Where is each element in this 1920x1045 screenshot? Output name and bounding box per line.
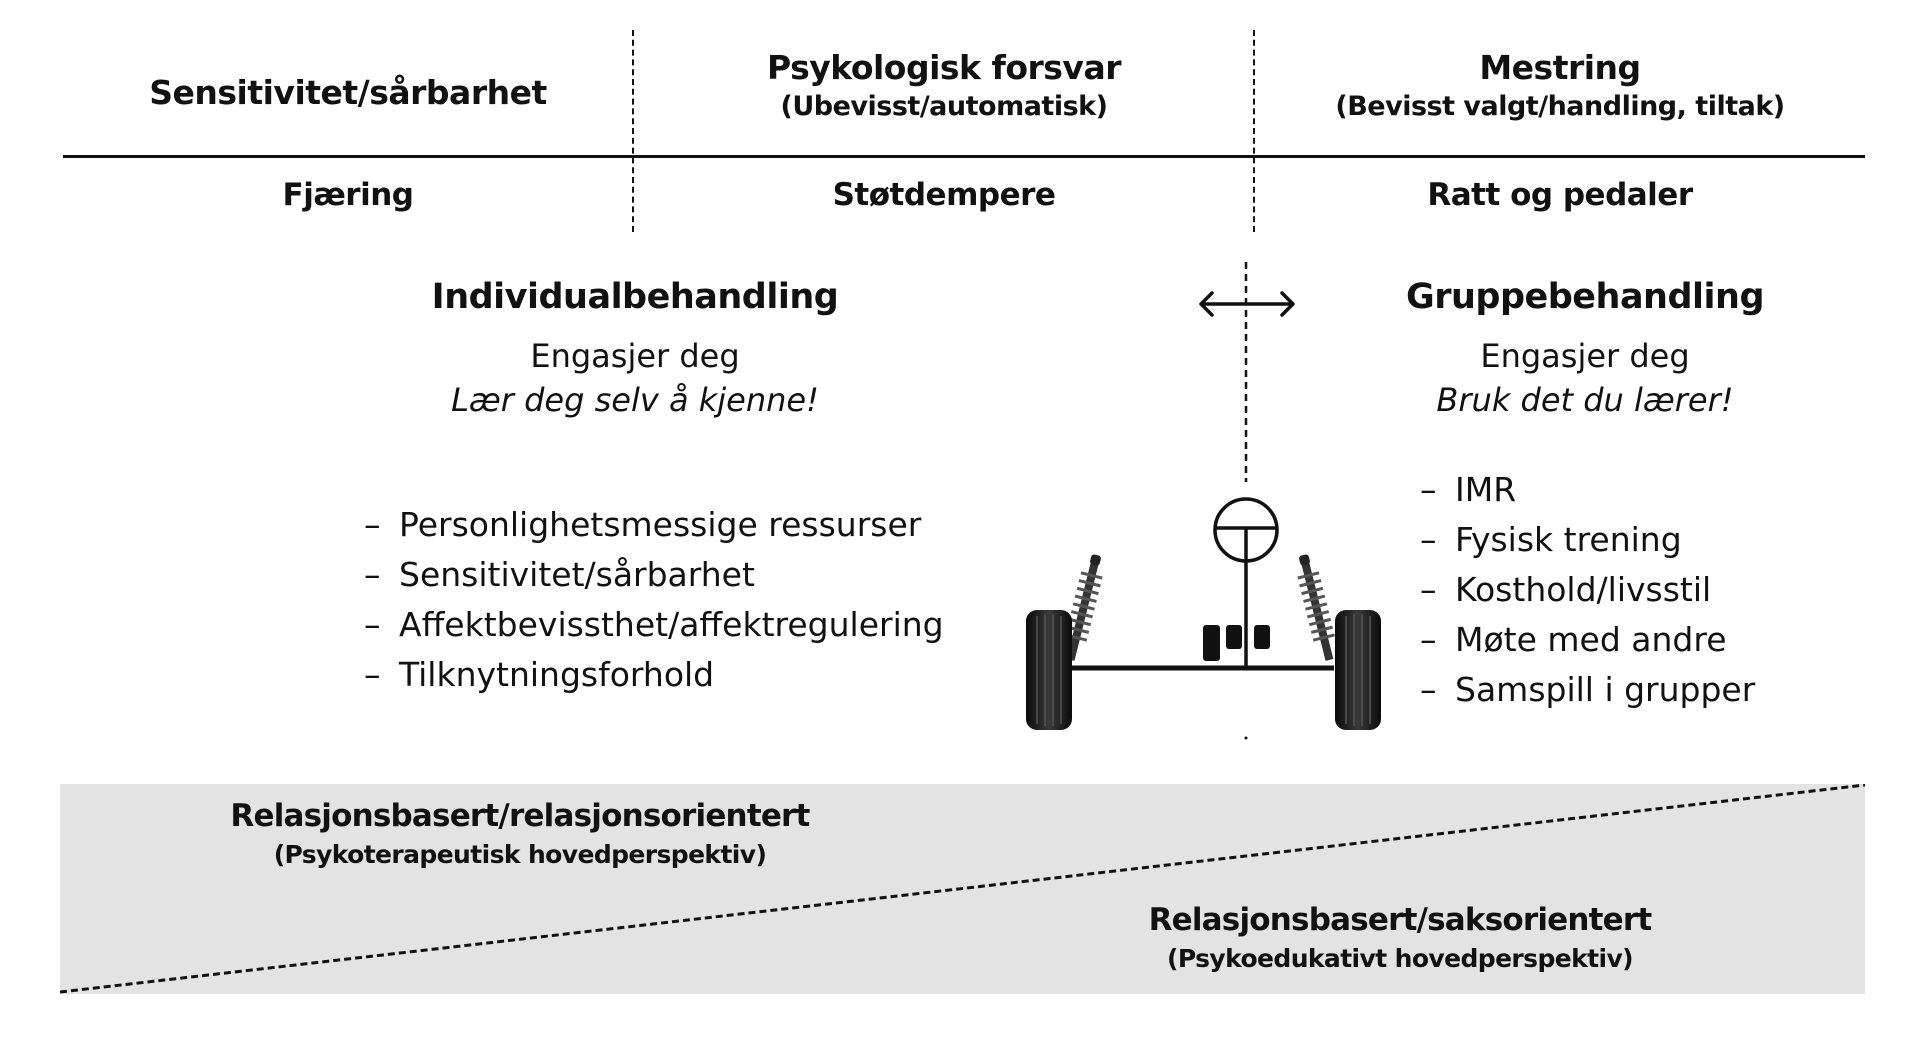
bullet-dash: –	[1420, 470, 1437, 509]
bullet-dash: –	[364, 605, 381, 644]
group-subtitle: Engasjer deg	[1480, 337, 1690, 375]
double-arrow-icon	[1199, 291, 1295, 317]
bullet-dash: –	[1420, 520, 1437, 559]
list-item: –Kosthold/livsstil	[1420, 565, 1755, 615]
column-divider	[632, 30, 634, 232]
column-divider	[1253, 30, 1255, 232]
list-item: –Fysisk trening	[1420, 515, 1755, 565]
individual-list: –Personlighetsmessige ressurser –Sensiti…	[364, 500, 944, 700]
header-title: Mestring	[1479, 48, 1641, 87]
group-section: Gruppebehandling Engasjer deg Bruk det d…	[1330, 277, 1840, 419]
header-subtitle: (Bevisst valgt/handling, tiltak)	[1335, 91, 1785, 122]
band-upper-subtitle: (Psykoterapeutisk hovedperspektiv)	[273, 840, 767, 869]
band-lower-label: Relasjonsbasert/saksorientert (Psykoeduk…	[1080, 902, 1720, 973]
group-motto: Bruk det du lærer!	[1436, 381, 1734, 419]
bullet-dash: –	[1420, 570, 1437, 609]
header-column-coping: Mestring (Bevisst valgt/handling, tiltak…	[1255, 48, 1865, 122]
center-dot	[1244, 736, 1248, 740]
list-item: –Affektbevissthet/affektregulering	[364, 600, 944, 650]
group-title: Gruppebehandling	[1405, 277, 1765, 317]
band-upper-title: Relasjonsbasert/relasjonsorientert	[230, 798, 810, 834]
individual-title: Individualbehandling	[431, 277, 839, 317]
bullet-dash: –	[364, 505, 381, 544]
car-axle-illustration	[1026, 262, 1381, 740]
diagonal-dashed-line	[60, 784, 1865, 994]
list-item: –Møte med andre	[1420, 615, 1755, 665]
bullet-dash: –	[364, 555, 381, 594]
tire-icon	[1335, 610, 1381, 730]
header-divider	[63, 155, 1865, 158]
list-item: –Samspill i grupper	[1420, 665, 1755, 715]
band-lower-subtitle: (Psykoedukativt hovedperspektiv)	[1167, 944, 1634, 973]
list-item: –Sensitivitet/sårbarhet	[364, 550, 944, 600]
list-item: –Personlighetsmessige ressurser	[364, 500, 944, 550]
list-item: –Tilknytningsforhold	[364, 650, 944, 700]
bullet-dash: –	[1420, 620, 1437, 659]
group-list: –IMR –Fysisk trening –Kosthold/livsstil …	[1420, 465, 1755, 715]
tire-icon	[1026, 610, 1072, 730]
shock-absorber-icon	[1065, 554, 1103, 661]
bullet-dash: –	[1420, 670, 1437, 709]
individual-section: Individualbehandling Engasjer deg Lær de…	[380, 277, 890, 419]
header-column-defense: Psykologisk forsvar (Ubevisst/automatisk…	[633, 48, 1255, 122]
pedal-icon	[1203, 625, 1270, 661]
shock-absorber-icon	[1297, 554, 1335, 661]
header-title: Sensitivitet/sårbarhet	[149, 73, 547, 112]
band-lower-title: Relasjonsbasert/saksorientert	[1148, 902, 1653, 938]
header-column-sensitivity: Sensitivitet/sårbarhet	[63, 73, 633, 112]
metaphor-suspension: Fjæring	[282, 177, 414, 213]
metaphor-shock-absorbers: Støtdempere	[832, 177, 1056, 213]
metaphor-steering: Ratt og pedaler	[1427, 177, 1693, 213]
header-title: Psykologisk forsvar	[767, 48, 1121, 87]
bullet-dash: –	[364, 655, 381, 694]
band-upper-label: Relasjonsbasert/relasjonsorientert (Psyk…	[200, 798, 840, 869]
list-item: –IMR	[1420, 465, 1755, 515]
header-subtitle: (Ubevisst/automatisk)	[780, 91, 1108, 122]
steering-wheel-icon	[1213, 497, 1279, 668]
band-diagonal	[60, 784, 1865, 994]
individual-motto: Lær deg selv å kjenne!	[451, 381, 819, 419]
individual-subtitle: Engasjer deg	[530, 337, 740, 375]
